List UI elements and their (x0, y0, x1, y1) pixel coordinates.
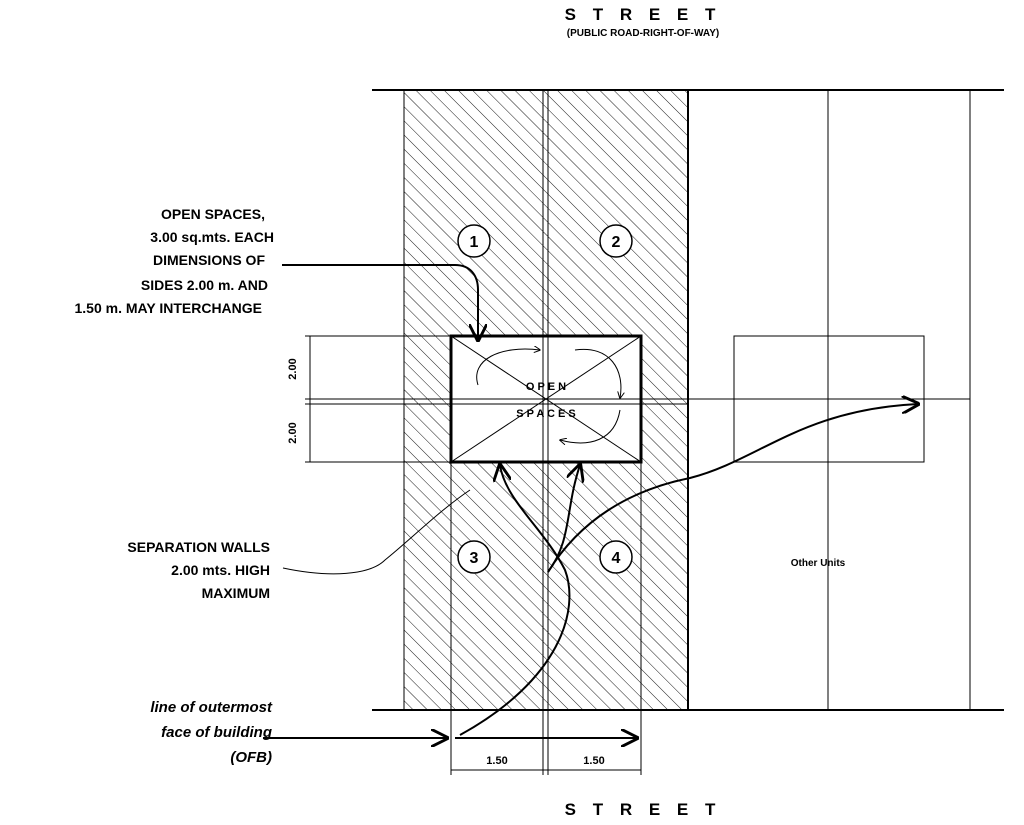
open-spaces-note: OPEN SPACES, 3.00 sq.mts. EACH DIMENSION… (75, 206, 275, 316)
separation-walls-note: SEPARATION WALLS 2.00 mts. HIGH MAXIMUM (127, 539, 270, 601)
svg-text:1: 1 (470, 234, 479, 251)
dimension-vertical-top: 2.00 (287, 358, 299, 379)
svg-text:SIDES 2.00 m. AND: SIDES 2.00 m. AND (141, 277, 268, 293)
other-unit-box (733, 335, 925, 463)
svg-text:4: 4 (612, 550, 621, 567)
svg-text:DIMENSIONS OF: DIMENSIONS OF (153, 252, 265, 268)
street-top-title: S T R E E T (565, 5, 722, 24)
open-spaces-leader (282, 264, 478, 340)
street-top-subtitle: (PUBLIC ROAD-RIGHT-OF-WAY) (567, 28, 719, 39)
svg-text:2.00 mts. HIGH: 2.00 mts. HIGH (171, 562, 270, 578)
other-units-label: Other Units (791, 558, 846, 569)
svg-text:face of building: face of building (161, 724, 272, 741)
separation-walls-leader (282, 489, 471, 575)
svg-text:(OFB): (OFB) (230, 749, 272, 766)
open-word: O P E N (526, 381, 566, 393)
svg-text:line of outermost: line of outermost (150, 699, 273, 716)
svg-text:3: 3 (470, 550, 479, 567)
unit-marker-3: 3 (457, 540, 491, 574)
unit-marker-1: 1 (457, 224, 491, 258)
svg-text:OPEN SPACES,: OPEN SPACES, (161, 206, 265, 222)
ofb-note: line of outermost face of building (OFB) (150, 699, 273, 766)
svg-text:2: 2 (612, 234, 621, 251)
svg-text:3.00 sq.mts. EACH: 3.00 sq.mts. EACH (150, 229, 274, 245)
spaces-word: S P A C E S (516, 408, 576, 420)
svg-text:MAXIMUM: MAXIMUM (202, 585, 270, 601)
svg-text:SEPARATION WALLS: SEPARATION WALLS (127, 539, 270, 555)
svg-text:1.50 m. MAY INTERCHANGE: 1.50 m. MAY INTERCHANGE (75, 300, 263, 316)
street-bottom-title: S T R E E T (565, 800, 722, 819)
dimension-vertical-bottom: 2.00 (287, 422, 299, 443)
dimension-horizontal-left: 1.50 (486, 755, 507, 767)
dimension-horizontal-right: 1.50 (583, 755, 604, 767)
unit-marker-2: 2 (599, 224, 633, 258)
unit-marker-4: 4 (599, 540, 633, 574)
